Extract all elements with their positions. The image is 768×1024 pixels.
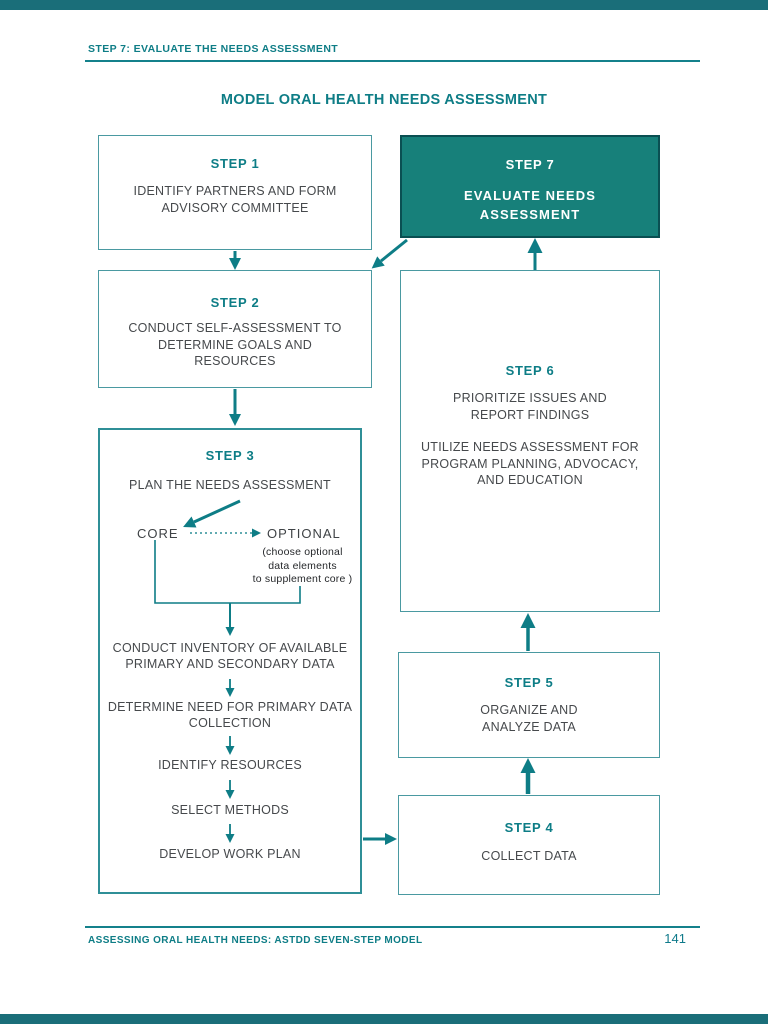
text-line: PRIMARY AND SECONDARY DATA [125,657,335,671]
text-line: REPORT FINDINGS [470,407,590,422]
step6-paragraph-2: UTILIZE NEEDS ASSESSMENT FOR PROGRAM PLA… [401,439,659,489]
running-header: STEP 7: EVALUATE THE NEEDS ASSESSMENT [88,43,339,55]
footer-rule [85,926,700,928]
step7-body: EVALUATE NEEDS ASSESSMENT [402,186,658,224]
core-label: CORE [137,526,179,541]
step3-sequence-item: DETERMINE NEED FOR PRIMARY DATA COLLECTI… [104,699,356,731]
step3-subtitle: PLAN THE NEEDS ASSESSMENT [129,478,331,492]
step3-sequence-item: CONDUCT INVENTORY OF AVAILABLE PRIMARY A… [104,640,356,672]
text-line: (choose optional [262,546,343,558]
page-title: MODEL ORAL HEALTH NEEDS ASSESSMENT [220,92,548,108]
text-line: ANALYZE DATA [482,719,576,734]
text-line: UTILIZE NEEDS ASSESSMENT FOR [421,440,639,454]
text-line: DETERMINE NEED FOR PRIMARY DATA [107,700,353,714]
step4-title: STEP 4 [504,820,554,835]
step1-body: IDENTIFY PARTNERS AND FORM ADVISORY COMM… [99,183,371,216]
step5-box: STEP 5 ORGANIZE AND ANALYZE DATA [398,652,660,758]
step7-box: STEP 7 EVALUATE NEEDS ASSESSMENT [400,135,660,238]
top-edge-bar [0,0,768,10]
text-line: PROGRAM PLANNING, ADVOCACY, [421,456,639,471]
text-line: IDENTIFY PARTNERS AND FORM [133,184,337,198]
text-line: ADVISORY COMMITTEE [161,200,309,215]
step3-sequence-item: IDENTIFY RESOURCES [158,758,302,772]
optional-label: OPTIONAL [267,526,341,541]
header-rule [85,60,700,62]
text-line: AND EDUCATION [477,473,583,487]
step6-box: STEP 6 PRIORITIZE ISSUES AND REPORT FIND… [400,270,660,612]
step4-box: STEP 4 COLLECT DATA [398,795,660,895]
text-line: PRIORITIZE ISSUES AND [453,391,607,405]
text-line: ASSESSMENT [479,207,581,222]
text-line: ORGANIZE AND [480,703,578,717]
step2-title: STEP 2 [210,295,260,310]
text-line: CONDUCT SELF-ASSESSMENT TO [128,321,342,335]
text-line: DETERMINE GOALS AND [157,337,313,352]
optional-note: (choose optional data elements to supple… [210,546,395,587]
arrow-step7-to-step2 [371,238,408,269]
step6-title: STEP 6 [505,363,555,378]
step5-body: ORGANIZE AND ANALYZE DATA [399,702,659,735]
step2-body: CONDUCT SELF-ASSESSMENT TO DETERMINE GOA… [99,320,371,370]
footer-text: ASSESSING ORAL HEALTH NEEDS: ASTDD SEVEN… [88,935,423,946]
text-line: COLLECTION [188,716,272,730]
step4-body: COLLECT DATA [481,849,577,863]
step2-box: STEP 2 CONDUCT SELF-ASSESSMENT TO DETERM… [98,270,372,388]
step1-title: STEP 1 [210,156,260,171]
step3-title: STEP 3 [205,448,255,463]
text-line: data elements [268,559,337,572]
text-line: to supplement core ) [252,573,353,585]
text-line: CONDUCT INVENTORY OF AVAILABLE [112,641,348,655]
step7-title: STEP 7 [505,157,555,172]
bottom-edge-bar [0,1014,768,1024]
step6-paragraph-1: PRIORITIZE ISSUES AND REPORT FINDINGS [401,390,659,423]
page-number: 141 [664,931,686,946]
step1-box: STEP 1 IDENTIFY PARTNERS AND FORM ADVISO… [98,135,372,250]
step3-sequence-item: DEVELOP WORK PLAN [159,847,301,861]
text-line: RESOURCES [194,354,276,368]
step3-sequence-item: SELECT METHODS [171,803,289,817]
text-line: EVALUATE NEEDS [464,188,596,203]
step5-title: STEP 5 [504,675,554,690]
